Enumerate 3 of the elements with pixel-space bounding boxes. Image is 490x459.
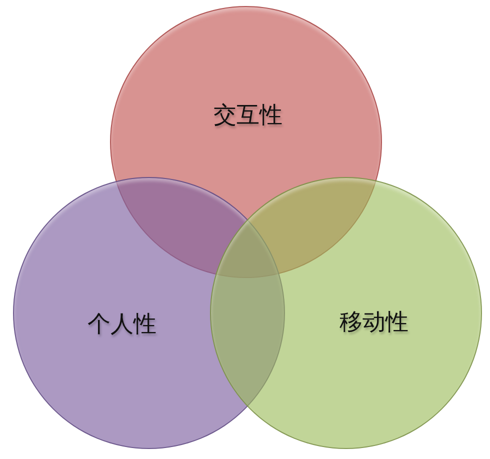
set-label: 个人性: [88, 312, 156, 338]
set-label: 交互性: [214, 103, 282, 129]
set-label: 移动性: [340, 310, 408, 336]
